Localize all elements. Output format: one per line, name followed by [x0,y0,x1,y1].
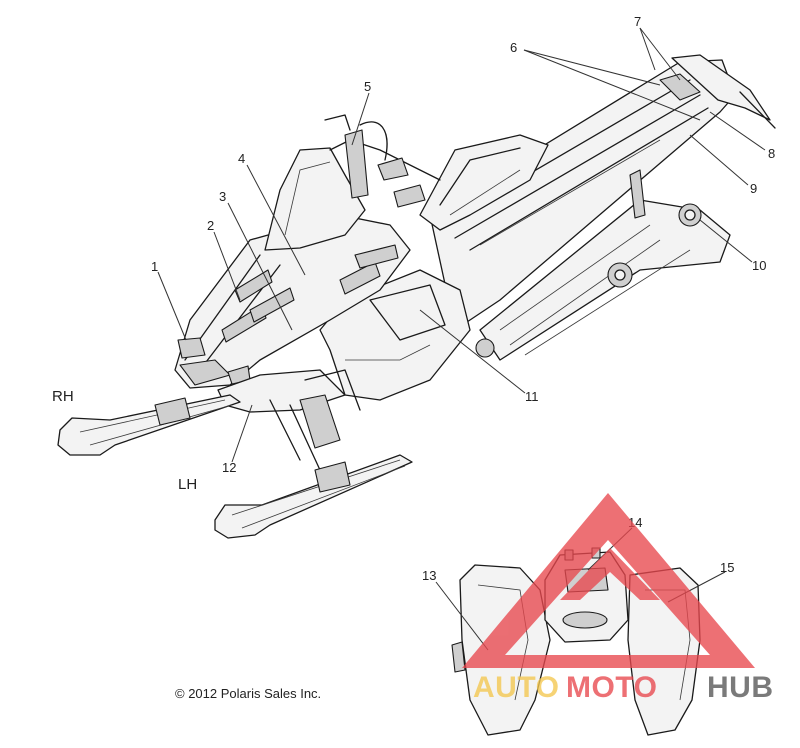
callout-8: 8 [768,146,775,161]
callout-13: 13 [422,568,436,583]
callout-3: 3 [219,189,226,204]
label-rh: RH [52,388,74,405]
watermark-text-auto: AUTO [473,671,559,704]
callout-10: 10 [752,258,766,273]
callout-1: 1 [151,259,158,274]
leader-lines [157,27,766,651]
watermark-text-hub: HUB [707,671,774,704]
callout-11: 11 [525,389,539,404]
callout-6: 6 [510,40,517,55]
watermark-text-moto: MOTO [566,671,657,704]
watermark-logo: AUTO MOTO HUB [462,493,774,704]
callout-7: 7 [634,14,641,29]
callout-12: 12 [222,460,236,475]
copyright-notice: © 2012 Polaris Sales Inc. [175,686,321,701]
callout-9: 9 [750,181,757,196]
callout-5: 5 [364,79,371,94]
callout-2: 2 [207,218,214,233]
callout-numbers: 1 2 3 4 5 6 7 8 9 10 11 12 13 14 15 [151,14,775,583]
label-lh: LH [178,476,197,493]
callout-15: 15 [720,560,734,575]
watermark-triangle-icon [462,493,755,668]
callout-4: 4 [238,151,245,166]
snowmobile-illustration [57,54,776,539]
